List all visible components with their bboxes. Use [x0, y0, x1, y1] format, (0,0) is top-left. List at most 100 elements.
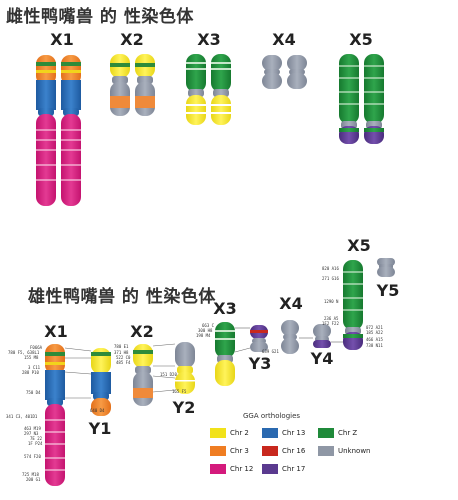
female-x2-right	[135, 54, 155, 116]
tick-x1-9: 7E 22	[30, 436, 43, 441]
tick-x3-0: 663 C	[202, 323, 215, 328]
tick-x1-7: 463 M19	[24, 426, 41, 431]
tick-x3-1: 300 H8	[198, 328, 213, 333]
male-title: 雄性鸭嘴兽 的 性染色体	[28, 287, 216, 307]
male-label-y3: Y3	[248, 354, 272, 373]
female-label-x4: X4	[272, 30, 296, 49]
tick-x2-3: 485 F4	[116, 360, 131, 365]
legend-label: Chr Z	[338, 429, 358, 437]
tick-x5r-3: 738 N11	[366, 343, 383, 348]
legend-swatch	[210, 428, 226, 438]
tick-x1-3: 3 C11	[28, 365, 41, 370]
tick-x2-2: 522 C0	[116, 355, 131, 360]
female-label-x5: X5	[349, 30, 373, 49]
legend-item-chr16: Chr 16	[262, 446, 305, 456]
male-label-y1: Y1	[88, 419, 112, 438]
tick-misc-1: 151 D20	[160, 372, 177, 377]
tick-x5-4: 1F2 F22	[322, 321, 339, 326]
tick-x1-1: 780 F5, 638L1	[8, 350, 40, 355]
tick-x1-6: 341 C3, 401D1	[6, 414, 38, 419]
female-x3-right	[211, 54, 231, 125]
female-x4-left	[262, 55, 282, 89]
legend-item-unknown: Unknown	[318, 446, 371, 456]
tick-x1-8: 297 N3	[24, 431, 39, 436]
male-label-y4: Y4	[310, 349, 334, 368]
legend-label: Chr 12	[230, 465, 254, 473]
male-x2	[133, 344, 153, 406]
pairing-lines-x1-y1	[64, 347, 92, 399]
male-y2	[175, 342, 195, 394]
legend-label: Chr 16	[282, 447, 306, 455]
legend-swatch	[210, 446, 226, 456]
female-x4-right	[287, 55, 307, 89]
legend-title: GGA orthologies	[243, 412, 301, 420]
legend-label: Unknown	[338, 447, 371, 455]
legend-label: Chr 17	[282, 465, 306, 473]
legend-swatch	[210, 464, 226, 474]
legend-item-chr12: Chr 12	[210, 464, 253, 474]
tick-x1-11: 574 F20	[24, 454, 41, 459]
female-x3-left	[186, 54, 206, 125]
male-y4	[313, 324, 331, 348]
female-x5-left	[339, 54, 359, 144]
legend-label: Chr 13	[282, 429, 306, 437]
pairing-lines-x4-y4	[299, 337, 343, 343]
female-label-x2: X2	[120, 30, 144, 49]
tick-x5r-0: 072 A21	[366, 325, 383, 330]
tick-x5r-1: 185 A22	[366, 330, 383, 335]
female-x5-right	[364, 54, 384, 144]
male-y5	[377, 258, 395, 277]
male-label-x3: X3	[213, 299, 237, 318]
legend-label: Chr 2	[230, 429, 249, 437]
male-label-x5: X5	[347, 236, 371, 255]
legend-swatch	[318, 446, 334, 456]
tick-x1-0: F066A	[30, 345, 43, 350]
legend-swatch	[262, 446, 278, 456]
legend-swatch	[262, 464, 278, 474]
legend-item-chrz: Chr Z	[318, 428, 357, 438]
female-x1-right	[61, 55, 81, 206]
tick-x1-2: 155 M8	[24, 355, 39, 360]
tick-x5-0: 820 A16	[322, 266, 339, 271]
tick-misc-0: 640 D4	[90, 408, 105, 413]
male-x5	[343, 260, 363, 350]
tick-x2-0: 780 E1	[114, 344, 129, 349]
tick-misc-2: 165 F5	[172, 389, 187, 394]
female-title: 雌性鸭嘴兽 的 性染色体	[6, 7, 194, 27]
tick-x2-1: 371 H8	[114, 350, 129, 355]
male-label-y5: Y5	[376, 281, 400, 300]
male-y3	[250, 325, 268, 352]
legend-swatch	[318, 428, 334, 438]
tick-x1-12: 725 M18	[22, 472, 39, 477]
male-label-x4: X4	[279, 294, 303, 313]
pairing-lines-x2-y2	[152, 343, 176, 393]
legend-label: Chr 3	[230, 447, 249, 455]
legend-item-chr3: Chr 3	[210, 446, 249, 456]
legend-swatch	[262, 428, 278, 438]
tick-x1-13: 200 G1	[26, 477, 41, 482]
male-y1	[91, 348, 111, 416]
legend-item-chr17: Chr 17	[262, 464, 305, 474]
male-x1	[45, 344, 65, 486]
tick-x1-10: 1F P24	[28, 441, 43, 446]
female-x2-left	[110, 54, 130, 116]
legend-item-chr13: Chr 13	[262, 428, 305, 438]
male-label-x2: X2	[130, 322, 154, 341]
male-x4	[281, 320, 299, 354]
male-label-y2: Y2	[172, 398, 196, 417]
female-label-x1: X1	[50, 30, 74, 49]
tick-x1-5: 750 D4	[26, 390, 41, 395]
tick-x1-4: 288 P10	[22, 370, 39, 375]
tick-x5-2: 1290 N	[324, 299, 339, 304]
tick-x5-1: 271 G16	[322, 276, 339, 281]
tick-x5-3: 236 A5	[324, 316, 339, 321]
pairing-lines-x3-y3	[234, 327, 251, 353]
female-x1-left	[36, 55, 56, 206]
legend-item-chr2: Chr 2	[210, 428, 249, 438]
male-x3	[215, 322, 235, 386]
tick-x5r-2: 466 A15	[366, 337, 383, 342]
male-label-x1: X1	[44, 322, 68, 341]
female-label-x3: X3	[197, 30, 221, 49]
tick-x3-2: 198 M4	[196, 333, 211, 338]
